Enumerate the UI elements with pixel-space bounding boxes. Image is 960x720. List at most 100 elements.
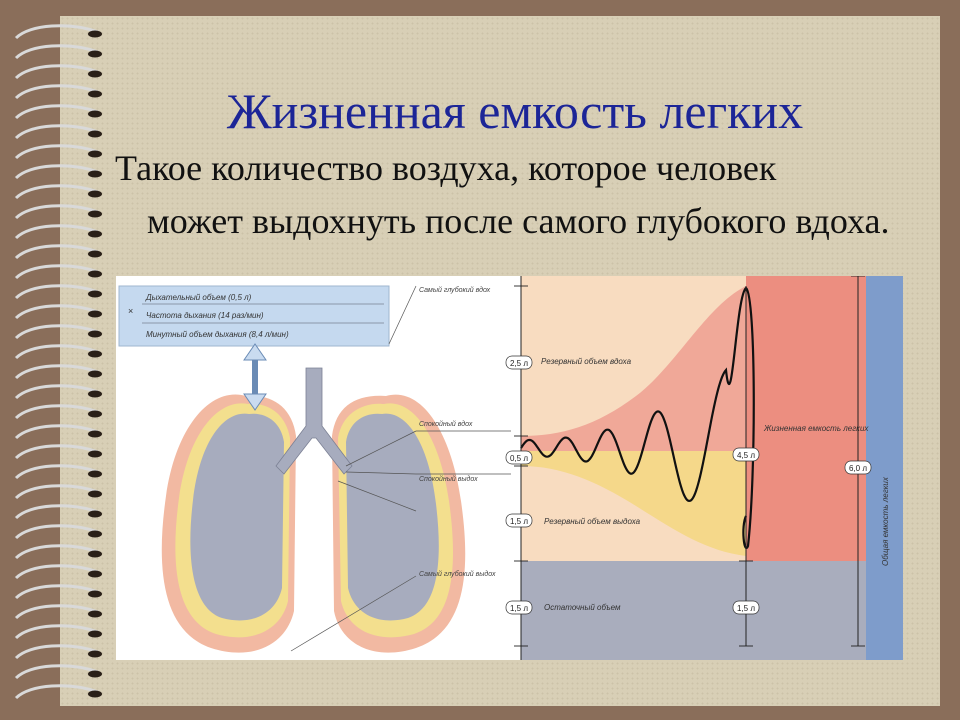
- definition-text: Такое количество воздуха, которое челове…: [115, 142, 915, 248]
- label-deepest-exhale: Самый глубокий выдох: [419, 570, 496, 578]
- binding-ring: [14, 404, 99, 420]
- binding-ring: [14, 284, 99, 300]
- binding-hole: [88, 150, 102, 158]
- binding-ring: [14, 44, 99, 60]
- binding-hole: [88, 330, 102, 338]
- binding-ring: [14, 684, 99, 700]
- label-quiet-inhale: Спокойный вдох: [419, 420, 473, 428]
- diagram-svg: Дыхательный объем (0,5 л) × Частота дыха…: [118, 276, 903, 660]
- expiratory-reserve-zone: [521, 451, 746, 556]
- value-total-capacity: 6,0 л: [849, 464, 867, 473]
- slide-title: Жизненная емкость легких: [226, 83, 804, 139]
- binding-ring: [14, 184, 99, 200]
- label-total-capacity: Общая емкость легких: [881, 476, 890, 566]
- binding-hole: [88, 530, 102, 538]
- binding-hole: [88, 690, 102, 698]
- label-residual: Остаточный объем: [544, 603, 621, 612]
- binding-ring: [14, 524, 99, 540]
- binding-hole: [88, 130, 102, 138]
- binding-hole: [88, 490, 102, 498]
- legend-tidal-volume: Дыхательный объем (0,5 л): [145, 293, 252, 302]
- binding-ring: [14, 264, 99, 280]
- lung-volume-diagram: Дыхательный объем (0,5 л) × Частота дыха…: [116, 276, 903, 660]
- binding-ring: [14, 204, 99, 220]
- value-residual-right: 1,5 л: [737, 604, 755, 613]
- binding-ring: [14, 244, 99, 260]
- binding-hole: [88, 350, 102, 358]
- binding-hole: [88, 450, 102, 458]
- binding-hole: [88, 590, 102, 598]
- label-quiet-exhale: Спокойный выдох: [419, 475, 478, 483]
- binding-ring: [14, 464, 99, 480]
- leader-lines: [290, 285, 511, 652]
- binding-hole: [88, 390, 102, 398]
- legend-minute-volume: Минутный объем дыхания (8,4 л/мин): [146, 330, 289, 339]
- airflow-arrow: [243, 343, 267, 411]
- definition-line-2: может выдохнуть после самого глубокого в…: [147, 201, 890, 241]
- binding-hole: [88, 510, 102, 518]
- binding-ring: [14, 104, 99, 120]
- value-residual: 1,5 л: [510, 604, 528, 613]
- binding-ring: [14, 584, 99, 600]
- binding-hole: [88, 90, 102, 98]
- legend-box: [118, 285, 390, 347]
- lungs-illustration: [161, 367, 466, 653]
- binding-hole: [88, 610, 102, 618]
- binding-hole: [88, 310, 102, 318]
- binding-ring: [14, 364, 99, 380]
- binding-ring: [14, 564, 99, 580]
- binding-hole: [88, 30, 102, 38]
- binding-hole: [88, 190, 102, 198]
- binding-ring: [14, 424, 99, 440]
- spiral-binding: [14, 24, 102, 700]
- residual-zone: [521, 561, 866, 660]
- binding-ring: [14, 224, 99, 240]
- binding-hole: [88, 250, 102, 258]
- value-inspiratory-reserve: 2,5 л: [510, 359, 528, 368]
- binding-ring: [14, 124, 99, 140]
- binding-ring: [14, 324, 99, 340]
- binding-ring: [14, 144, 99, 160]
- binding-ring: [14, 384, 99, 400]
- binding-ring: [14, 304, 99, 320]
- binding-hole: [88, 70, 102, 78]
- label-expiratory-reserve: Резервный объем выдоха: [544, 517, 641, 526]
- binding-ring: [14, 484, 99, 500]
- binding-hole: [88, 290, 102, 298]
- binding-hole: [88, 550, 102, 558]
- binding-hole: [88, 170, 102, 178]
- binding-hole: [88, 370, 102, 378]
- legend-multiply-sign: ×: [128, 306, 133, 316]
- binding-hole: [88, 410, 102, 418]
- binding-ring: [14, 164, 99, 180]
- binding-ring: [14, 444, 99, 460]
- definition-line-1: Такое количество воздуха, которое челове…: [115, 148, 777, 188]
- binding-ring: [14, 624, 99, 640]
- total-capacity-zone: [866, 276, 903, 660]
- label-deepest-inhale: Самый глубокий вдох: [419, 286, 491, 294]
- value-tidal: 0,5 л: [510, 454, 528, 463]
- binding-ring: [14, 604, 99, 620]
- binding-hole: [88, 270, 102, 278]
- binding-hole: [88, 570, 102, 578]
- legend-breath-rate: Частота дыхания (14 раз/мин): [146, 311, 264, 320]
- breathing-trace: [520, 286, 755, 550]
- binding-hole: [88, 210, 102, 218]
- binding-hole: [88, 650, 102, 658]
- binding-ring: [14, 344, 99, 360]
- binding-ring: [14, 64, 99, 80]
- binding-hole: [88, 230, 102, 238]
- binding-hole: [88, 470, 102, 478]
- binding-hole: [88, 110, 102, 118]
- binding-hole: [88, 50, 102, 58]
- binding-ring: [14, 24, 99, 40]
- value-expiratory-reserve: 1,5 л: [510, 517, 528, 526]
- binding-hole: [88, 670, 102, 678]
- binding-ring: [14, 504, 99, 520]
- binding-hole: [88, 630, 102, 638]
- label-inspiratory-reserve: Резервный объем вдоха: [541, 357, 632, 366]
- binding-ring: [14, 644, 99, 660]
- vital-capacity-zone: [746, 276, 866, 561]
- label-vital-capacity: Жизненная емкость легких: [763, 424, 869, 433]
